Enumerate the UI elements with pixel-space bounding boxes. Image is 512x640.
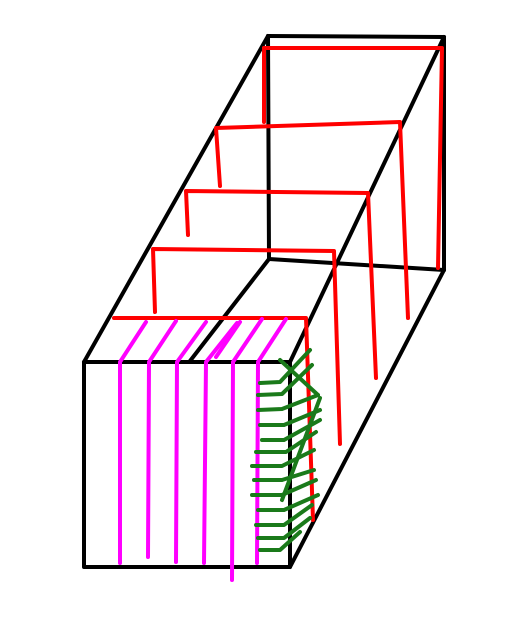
back-left-edge	[266, 34, 271, 261]
hidden-bottom-edge	[188, 257, 271, 363]
back-top-edge	[266, 34, 446, 39]
red-frame-4	[151, 247, 342, 446]
top-left-edge	[82, 34, 270, 364]
hidden-back-bottom-edge	[267, 257, 446, 272]
red-frame-3	[184, 189, 378, 380]
front-face	[82, 360, 292, 569]
green-hatching	[250, 348, 322, 552]
red-frame-1b	[262, 46, 444, 270]
bottom-right-edge	[288, 268, 446, 569]
red-frame-2	[214, 120, 410, 320]
